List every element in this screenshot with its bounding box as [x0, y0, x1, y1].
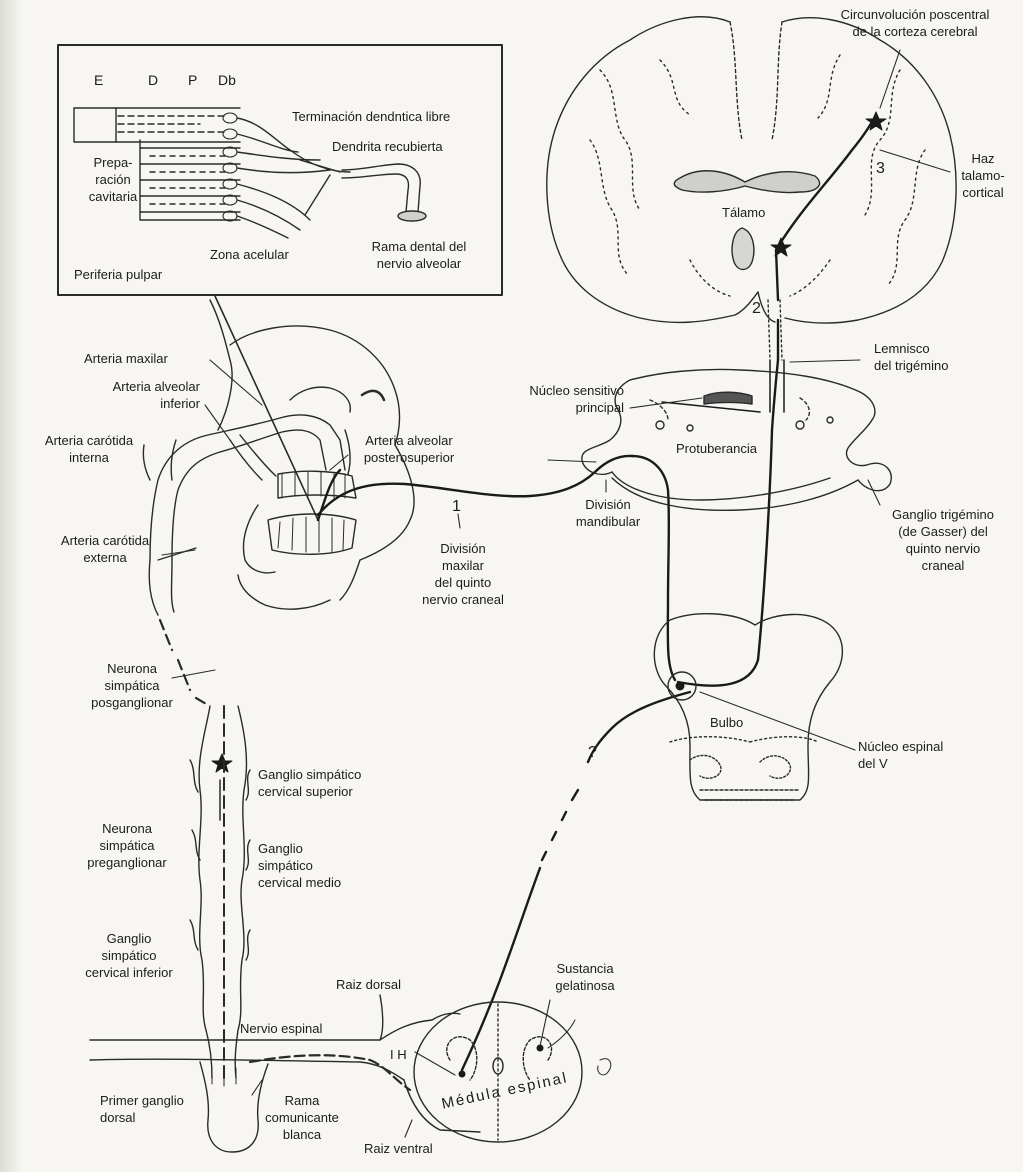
label-division-maxilar: División maxilar del quinto nervio crane… — [404, 540, 522, 608]
inset-col-db: Db — [218, 72, 236, 89]
unknown-pathway-marker: ? — [588, 744, 597, 761]
label-ganglio-cervical-superior: Ganglio simpático cervical superior — [258, 766, 361, 800]
inset-col-p: P — [188, 72, 197, 89]
label-arteria-maxilar: Arteria maxilar — [84, 350, 168, 367]
label-talamo: Tálamo — [722, 204, 765, 221]
label-bulbo: Bulbo — [710, 714, 743, 731]
label-terminacion-dendritica: Terminación dendntica libre — [292, 108, 450, 125]
label-haz-talamocortical: Haz talamo- cortical — [948, 150, 1018, 201]
carotid-arteries — [143, 415, 345, 615]
label-zona-acelular: Zona acelular — [210, 246, 289, 263]
label-preparacion-cavitaria: Prepa- ración cavitaria — [84, 154, 142, 205]
label-ih: I H — [390, 1046, 407, 1063]
label-periferia-pulpar: Periferia pulpar — [74, 266, 162, 283]
label-protuberancia: Protuberancia — [676, 440, 757, 457]
label-ganglio-trigemino: Ganglio trigémino (de Gasser) del quinto… — [868, 506, 1018, 574]
label-ganglio-cervical-inferior: Ganglio simpático cervical inferior — [66, 930, 192, 981]
label-nucleo-espinal: Núcleo espinal del V — [858, 738, 943, 772]
label-rama-dental: Rama dental del nervio alveolar — [352, 238, 486, 272]
label-nucleo-sensitivo-principal: Núcleo sensitivo principal — [490, 382, 624, 416]
label-nervio-espinal: Nervio espinal — [240, 1020, 322, 1037]
label-sustancia-gelatinosa: Sustancia gelatinosa — [540, 960, 630, 994]
label-neurona-simpatica-preganglionar: Neurona simpática preganglionar — [66, 820, 188, 871]
inset-col-d: D — [148, 72, 158, 89]
label-dendrita-recubierta: Dendrita recubierta — [332, 138, 443, 155]
label-division-mandibular: División mandibular — [566, 496, 650, 530]
label-arteria-carotida-externa: Arteria carótida externa — [30, 532, 180, 566]
neuron-markers — [212, 112, 886, 1077]
label-primer-ganglio-dorsal: Primer ganglio dorsal — [100, 1092, 184, 1126]
pathway-number-2: 2 — [752, 300, 761, 317]
label-raiz-dorsal: Raiz dorsal — [336, 976, 401, 993]
pathway-number-1: 1 — [452, 498, 461, 515]
label-arteria-alveolar-posterosuperior: Arteria alveolar posterosuperior — [344, 432, 474, 466]
label-arteria-carotida-interna: Arteria carótida interna — [30, 432, 148, 466]
pathway-number-3: 3 — [876, 160, 885, 177]
label-rama-comunicante-blanca: Rama comunicante blanca — [252, 1092, 352, 1143]
medulla-oblongata — [654, 614, 842, 800]
label-arteria-alveolar-inferior: Arteria alveolar inferior — [72, 378, 200, 412]
inset-col-e: E — [94, 72, 103, 89]
label-circunvolucion-poscentral: Circunvolución poscentral de la corteza … — [820, 6, 1010, 40]
label-raiz-ventral: Raiz ventral — [364, 1140, 433, 1157]
label-lemnisco-trigemino: Lemnisco del trigémino — [874, 340, 948, 374]
label-neurona-simpatica-posganglionar: Neurona simpática posganglionar — [76, 660, 188, 711]
pons-section — [582, 360, 891, 510]
label-ganglio-cervical-medio: Ganglio simpático cervical medio — [258, 840, 341, 891]
